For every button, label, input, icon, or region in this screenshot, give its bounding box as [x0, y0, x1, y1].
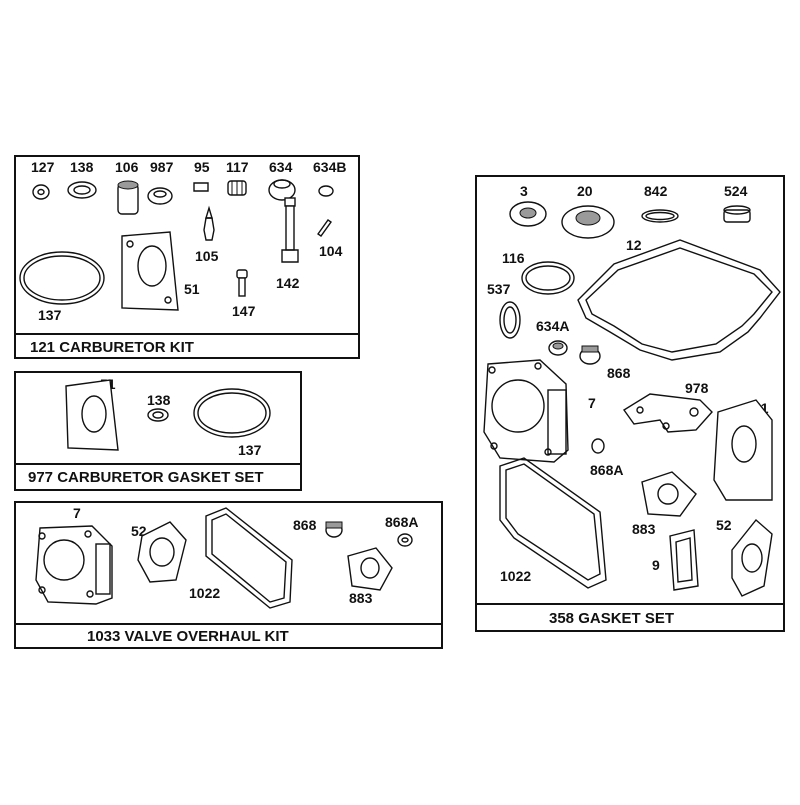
- part-label-137-gasket-set: 137: [238, 442, 262, 458]
- part-label-868-valve-kit: 868: [293, 517, 317, 533]
- part-label-142: 142: [276, 275, 300, 291]
- valve-overhaul-kit-title: 1033 VALVE OVERHAUL KIT: [87, 628, 289, 645]
- part-label-106: 106: [115, 159, 139, 175]
- gasket-set-title: 358 GASKET SET: [549, 610, 674, 627]
- part-label-537: 537: [487, 281, 511, 297]
- gasket-set-panel: 358 GASKET SET 3 20 842 524 116 12 537 6…: [475, 175, 785, 632]
- part-label-842: 842: [644, 183, 668, 199]
- part-label-868-gasket-set: 868: [607, 365, 631, 381]
- part-label-7-gasket-set: 7: [588, 395, 596, 411]
- carburetor-kit-title: 121 CARBURETOR KIT: [30, 339, 194, 356]
- part-label-95: 95: [194, 159, 210, 175]
- part-label-12: 12: [626, 237, 642, 253]
- part-label-1022-gasket-set: 1022: [500, 568, 531, 584]
- part-label-9: 9: [652, 557, 660, 573]
- part-label-127: 127: [31, 159, 55, 175]
- part-label-104: 104: [319, 243, 343, 259]
- part-label-634a: 634A: [536, 318, 569, 334]
- part-label-51: 51: [184, 281, 200, 297]
- part-label-138-gasket-set: 138: [147, 392, 171, 408]
- part-label-634b: 634B: [313, 159, 346, 175]
- part-label-1022-valve-kit: 1022: [189, 585, 220, 601]
- part-label-3: 3: [520, 183, 528, 199]
- part-label-138: 138: [70, 159, 94, 175]
- part-label-117: 117: [226, 159, 249, 175]
- valve-overhaul-kit-panel: 1033 VALVE OVERHAUL KIT 7 52 868 868A 10…: [14, 501, 443, 649]
- carburetor-gasket-set-panel: 977 CARBURETOR GASKET SET 51 138 137: [14, 371, 302, 491]
- part-label-978: 978: [685, 380, 709, 396]
- carburetor-kit-panel: 121 CARBURETOR KIT 127 138 106 987 95 11…: [14, 155, 360, 359]
- part-label-883-gasket-set: 883: [632, 521, 656, 537]
- part-label-868a-gasket-set: 868A: [590, 462, 623, 478]
- part-label-868a-valve-kit: 868A: [385, 514, 418, 530]
- part-label-20: 20: [577, 183, 593, 199]
- part-label-105: 105: [195, 248, 219, 264]
- part-label-634: 634: [269, 159, 293, 175]
- part-label-116: 116: [502, 250, 525, 266]
- part-label-147: 147: [232, 303, 256, 319]
- carburetor-gasket-set-title: 977 CARBURETOR GASKET SET: [28, 469, 264, 486]
- part-label-137: 137: [38, 307, 62, 323]
- part-label-883-valve-kit: 883: [349, 590, 373, 606]
- part-label-7-valve-kit: 7: [73, 505, 81, 521]
- part-label-524: 524: [724, 183, 748, 199]
- part-label-987: 987: [150, 159, 174, 175]
- part-label-52-gasket-set: 52: [716, 517, 732, 533]
